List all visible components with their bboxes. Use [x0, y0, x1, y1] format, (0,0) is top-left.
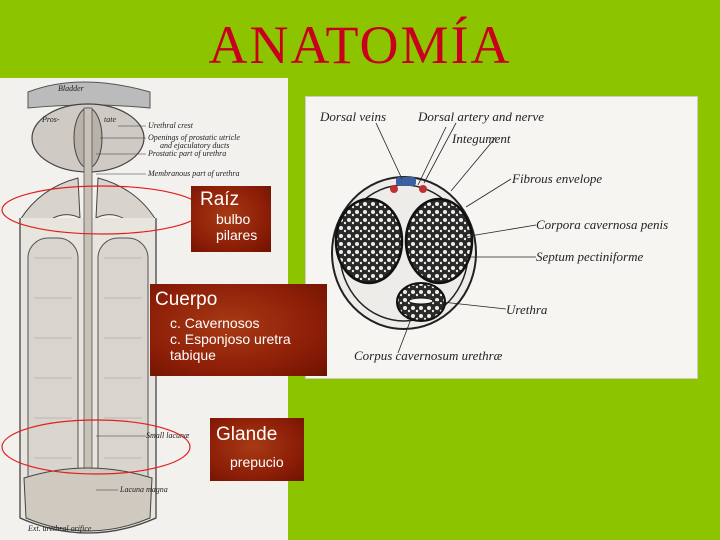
label-dorsal-veins: Dorsal veins: [320, 109, 387, 124]
label-bladder: Bladder: [58, 84, 84, 93]
label-membranous-part: Membranous part of urethra: [148, 169, 240, 178]
label-lacuna-magna: Lacuna magna: [120, 485, 168, 494]
cuerpo-item: tabique: [170, 347, 216, 363]
label-integument: Integument: [452, 131, 511, 146]
cross-section-illustration: Dorsal veins Dorsal artery and nerve Int…: [305, 96, 698, 379]
raiz-box: Raíz bulbo pilares: [191, 186, 271, 252]
cross-section-drawing: [331, 122, 537, 354]
label-prostate-left: Pros-: [42, 115, 60, 124]
label-prostatic-part: Prostatic part of urethra: [148, 149, 227, 158]
slide-title: ANATOMÍA: [208, 15, 512, 75]
cuerpo-heading: Cuerpo: [155, 289, 218, 310]
raiz-item: pilares: [216, 227, 258, 243]
label-septum: Septum pectiniforme: [536, 249, 644, 264]
glande-heading: Glande: [216, 424, 278, 445]
raiz-heading: Raíz: [200, 189, 240, 210]
cuerpo-item: c. Cavernosos: [170, 315, 260, 331]
glande-item: prepucio: [230, 454, 284, 470]
label-corpora-cavernosa: Corpora cavernosa penis: [536, 217, 669, 232]
cuerpo-box: Cuerpo c. Cavernosos c. Esponjoso uretra…: [150, 284, 327, 376]
label-prostate-right: tate: [104, 115, 116, 124]
label-fibrous-envelope: Fibrous envelope: [512, 171, 603, 186]
label-small-lacunae: Small lacunæ: [146, 431, 190, 440]
label-corpus-cavernosum-urethrae: Corpus cavernosum urethræ: [354, 348, 503, 363]
label-urethra: Urethra: [506, 302, 548, 317]
label-dorsal-artery: Dorsal artery and nerve: [418, 109, 545, 124]
glande-box: Glande prepucio: [210, 418, 304, 481]
label-urethral-crest: Urethral crest: [148, 121, 193, 130]
cuerpo-item: c. Esponjoso uretra: [170, 331, 291, 347]
raiz-item: bulbo: [216, 211, 251, 227]
label-openings-line2: and ejaculatory ducts: [160, 141, 230, 150]
label-ext-urethral-orifice: Ext. urethral orifice: [28, 524, 92, 533]
label-openings-line1: Openings of prostatic utricle: [148, 133, 240, 142]
